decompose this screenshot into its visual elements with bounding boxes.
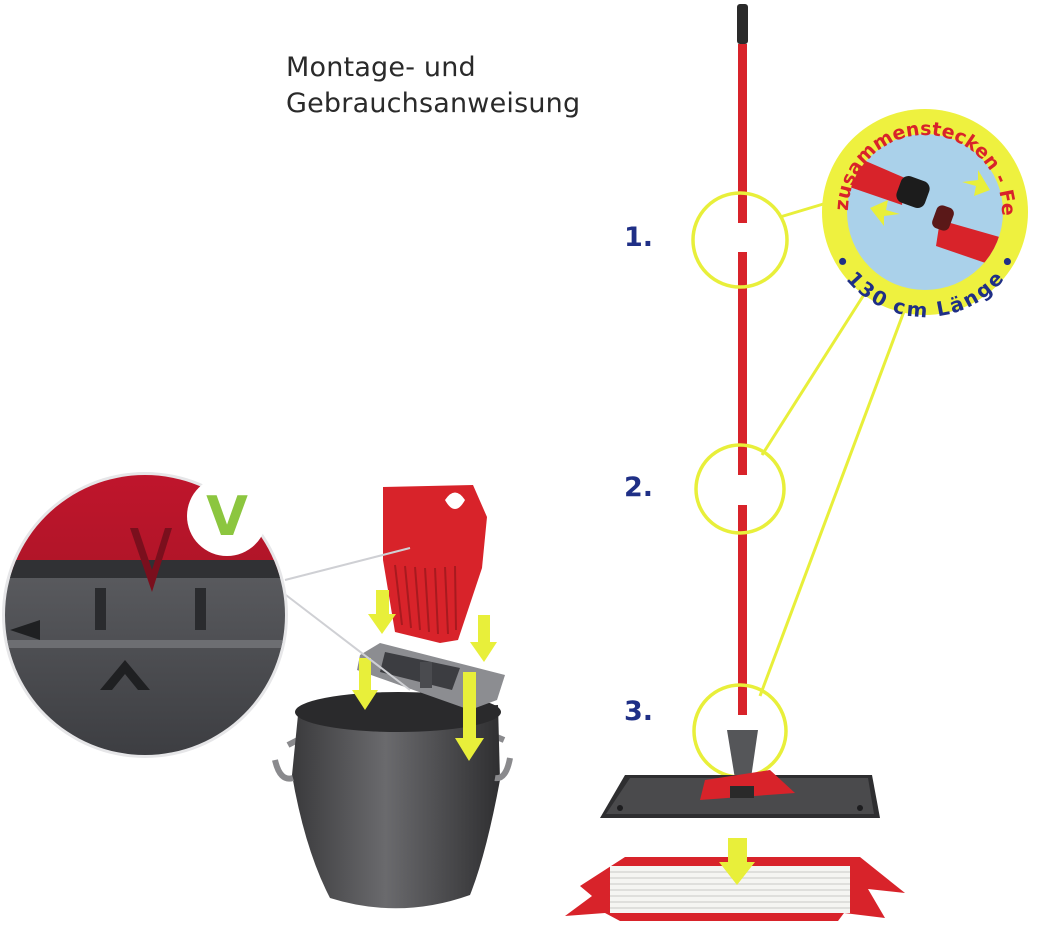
step-label-2: 2. bbox=[624, 472, 654, 503]
step-2-highlight-circle bbox=[694, 443, 786, 535]
wringer-basket bbox=[383, 485, 487, 643]
mop-handle bbox=[727, 4, 758, 785]
handle-joint bbox=[727, 730, 758, 785]
mop-pad bbox=[565, 838, 905, 921]
handle-segment-middle bbox=[738, 252, 747, 475]
title-line-2: Gebrauchsanweisung bbox=[286, 88, 581, 119]
mop-base-plate bbox=[600, 770, 880, 818]
step-1-highlight-circle bbox=[691, 191, 789, 289]
step-label-1: 1. bbox=[624, 222, 654, 253]
title-line-1: Montage- und bbox=[286, 52, 476, 83]
handle-segment-bottom bbox=[738, 505, 747, 715]
handle-grip bbox=[737, 4, 748, 44]
instruction-title: Montage- und Gebrauchsanweisung bbox=[286, 50, 580, 122]
checkmark-badge: V bbox=[187, 476, 267, 556]
callout-badge: Fest zusammenstecken - Fertig! • 130 cm … bbox=[0, 0, 1028, 323]
checkmark-icon: V bbox=[206, 485, 248, 548]
detail-leader-lines bbox=[281, 547, 411, 691]
step-label-3: 3. bbox=[624, 696, 654, 727]
handle-segment-top bbox=[738, 44, 747, 223]
assembly-arrows bbox=[352, 590, 497, 761]
